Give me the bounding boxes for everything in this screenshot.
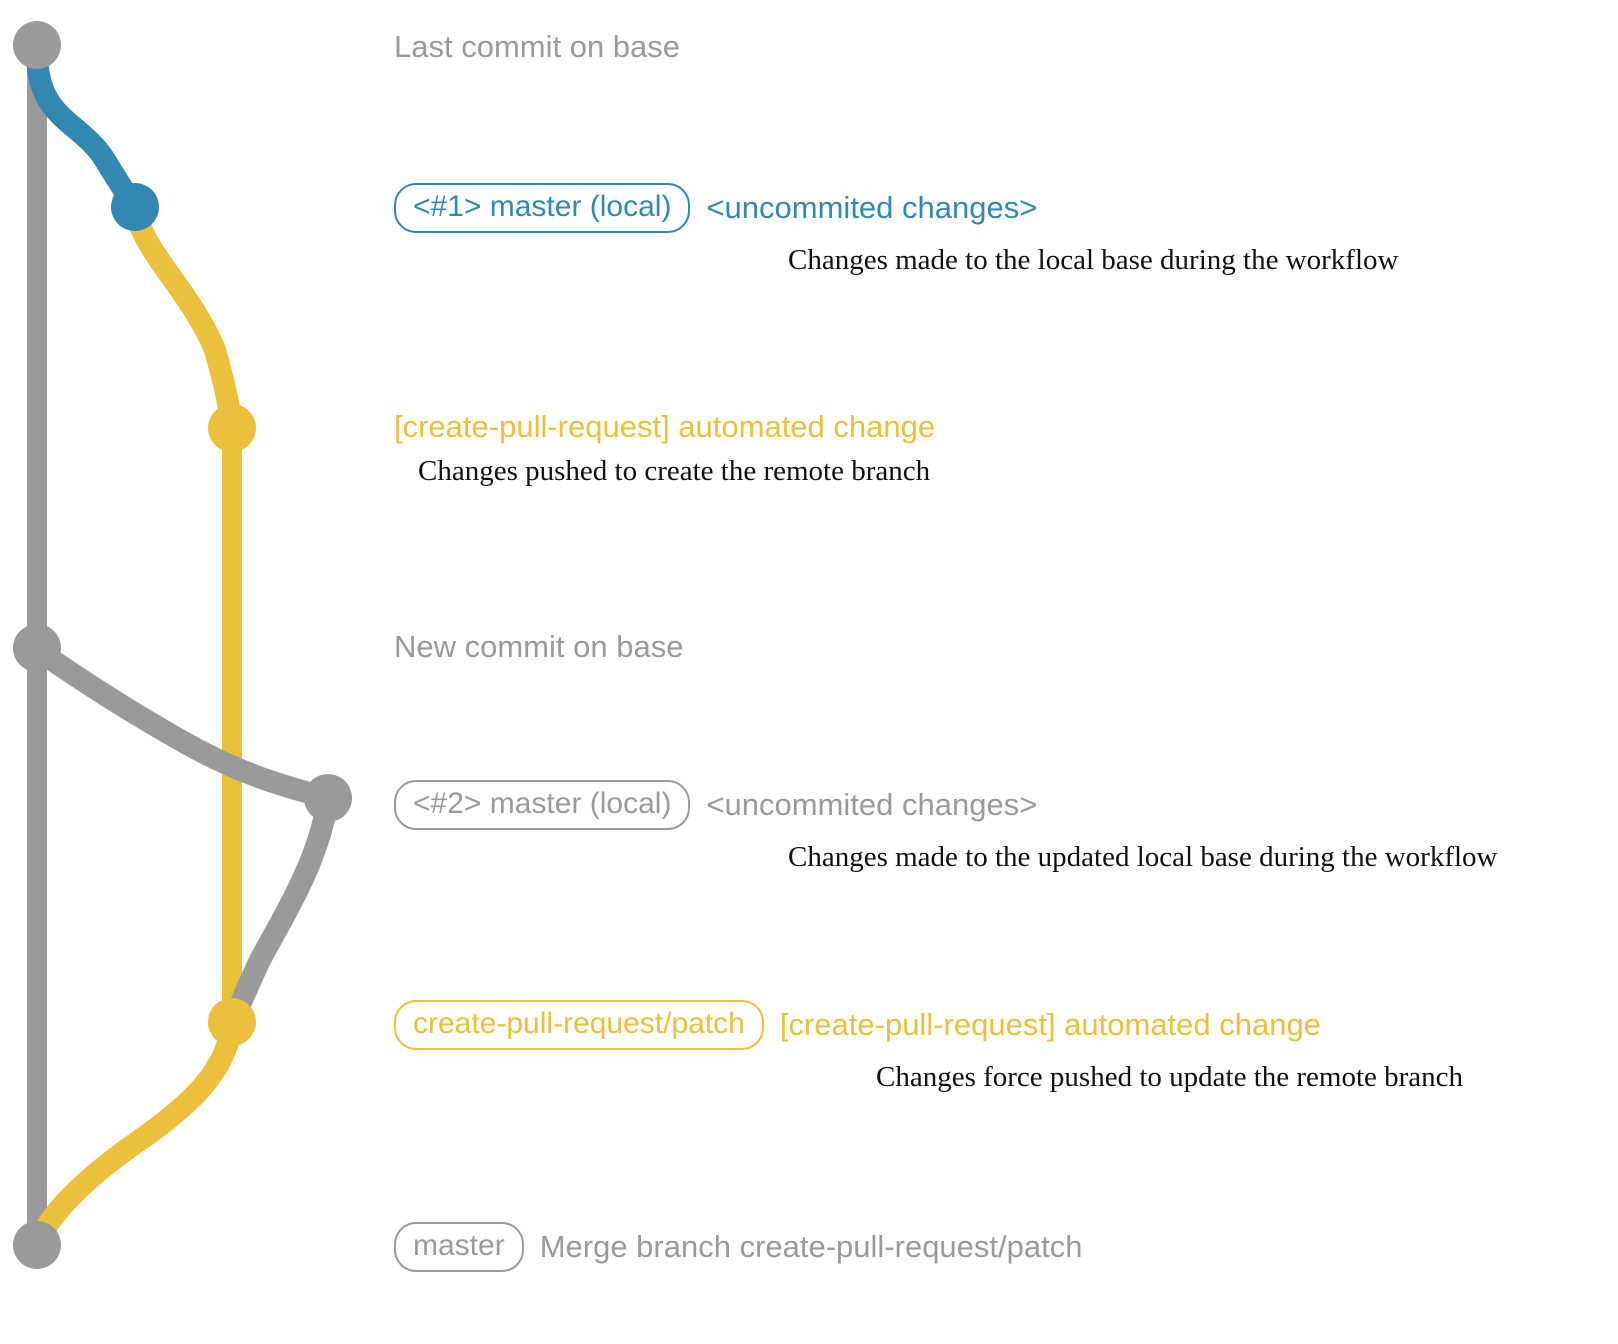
commit-row-head: create-pull-request/patch [create-pull-re… [394,1000,1463,1050]
commit-message: <uncommited changes> [706,189,1038,225]
branch-badge[interactable]: master [394,1222,524,1272]
commit-description: Changes made to the updated local base d… [788,840,1498,873]
commit-message: <uncommited changes> [706,786,1038,822]
gray-branch-local2-path [26,639,339,809]
branch-badge[interactable]: <#1> master (local) [394,183,691,233]
commit-description: Changes pushed to create the remote bran… [418,455,931,488]
node-last-commit-on-base[interactable] [13,21,61,69]
node-merge-master[interactable] [13,1221,61,1269]
commit-description: Changes made to the local base during th… [788,243,1399,276]
node-new-commit-on-base[interactable] [13,624,61,672]
yellow-branch-create-path [124,199,243,439]
commit-message: [create-pull-request] automated change [779,1006,1321,1042]
commit-row-head: Last commit on base [394,29,681,64]
commit-message: Merge branch create-pull-request/patch [539,1228,1083,1264]
node-master-local-1[interactable] [111,183,159,231]
node-automated-change-2[interactable] [208,998,256,1046]
commit-message: New commit on base [394,629,684,664]
commit-row: New commit on base [394,629,684,664]
commit-message: [create-pull-request] automated change [394,409,936,444]
commit-row-head: New commit on base [394,629,684,664]
commit-row: master Merge branch create-pull-request/p… [394,1222,1082,1272]
git-graph [13,21,352,1269]
commit-row-head: <#1> master (local) <uncommited changes> [394,183,1398,233]
commit-row: <#1> master (local) <uncommited changes> C… [394,183,1398,276]
commit-description: Changes force pushed to update the remot… [876,1060,1464,1093]
node-automated-change-1[interactable] [208,404,256,452]
commit-message: Last commit on base [394,29,681,64]
yellow-merge-path [26,1011,243,1256]
commit-row-head: master Merge branch create-pull-request/p… [394,1222,1082,1272]
commit-row: <#2> master (local) <uncommited changes> C… [394,780,1498,873]
commit-row-head: <#2> master (local) <uncommited changes> [394,780,1498,830]
commit-row: Last commit on base [394,29,681,64]
branch-badge[interactable]: <#2> master (local) [394,780,691,830]
node-master-local-2[interactable] [304,774,352,822]
commit-row-head: [create-pull-request] automated change [394,409,936,444]
branch-badge[interactable]: create-pull-request/patch [394,1000,764,1050]
commit-row: create-pull-request/patch [create-pull-re… [394,1000,1463,1093]
